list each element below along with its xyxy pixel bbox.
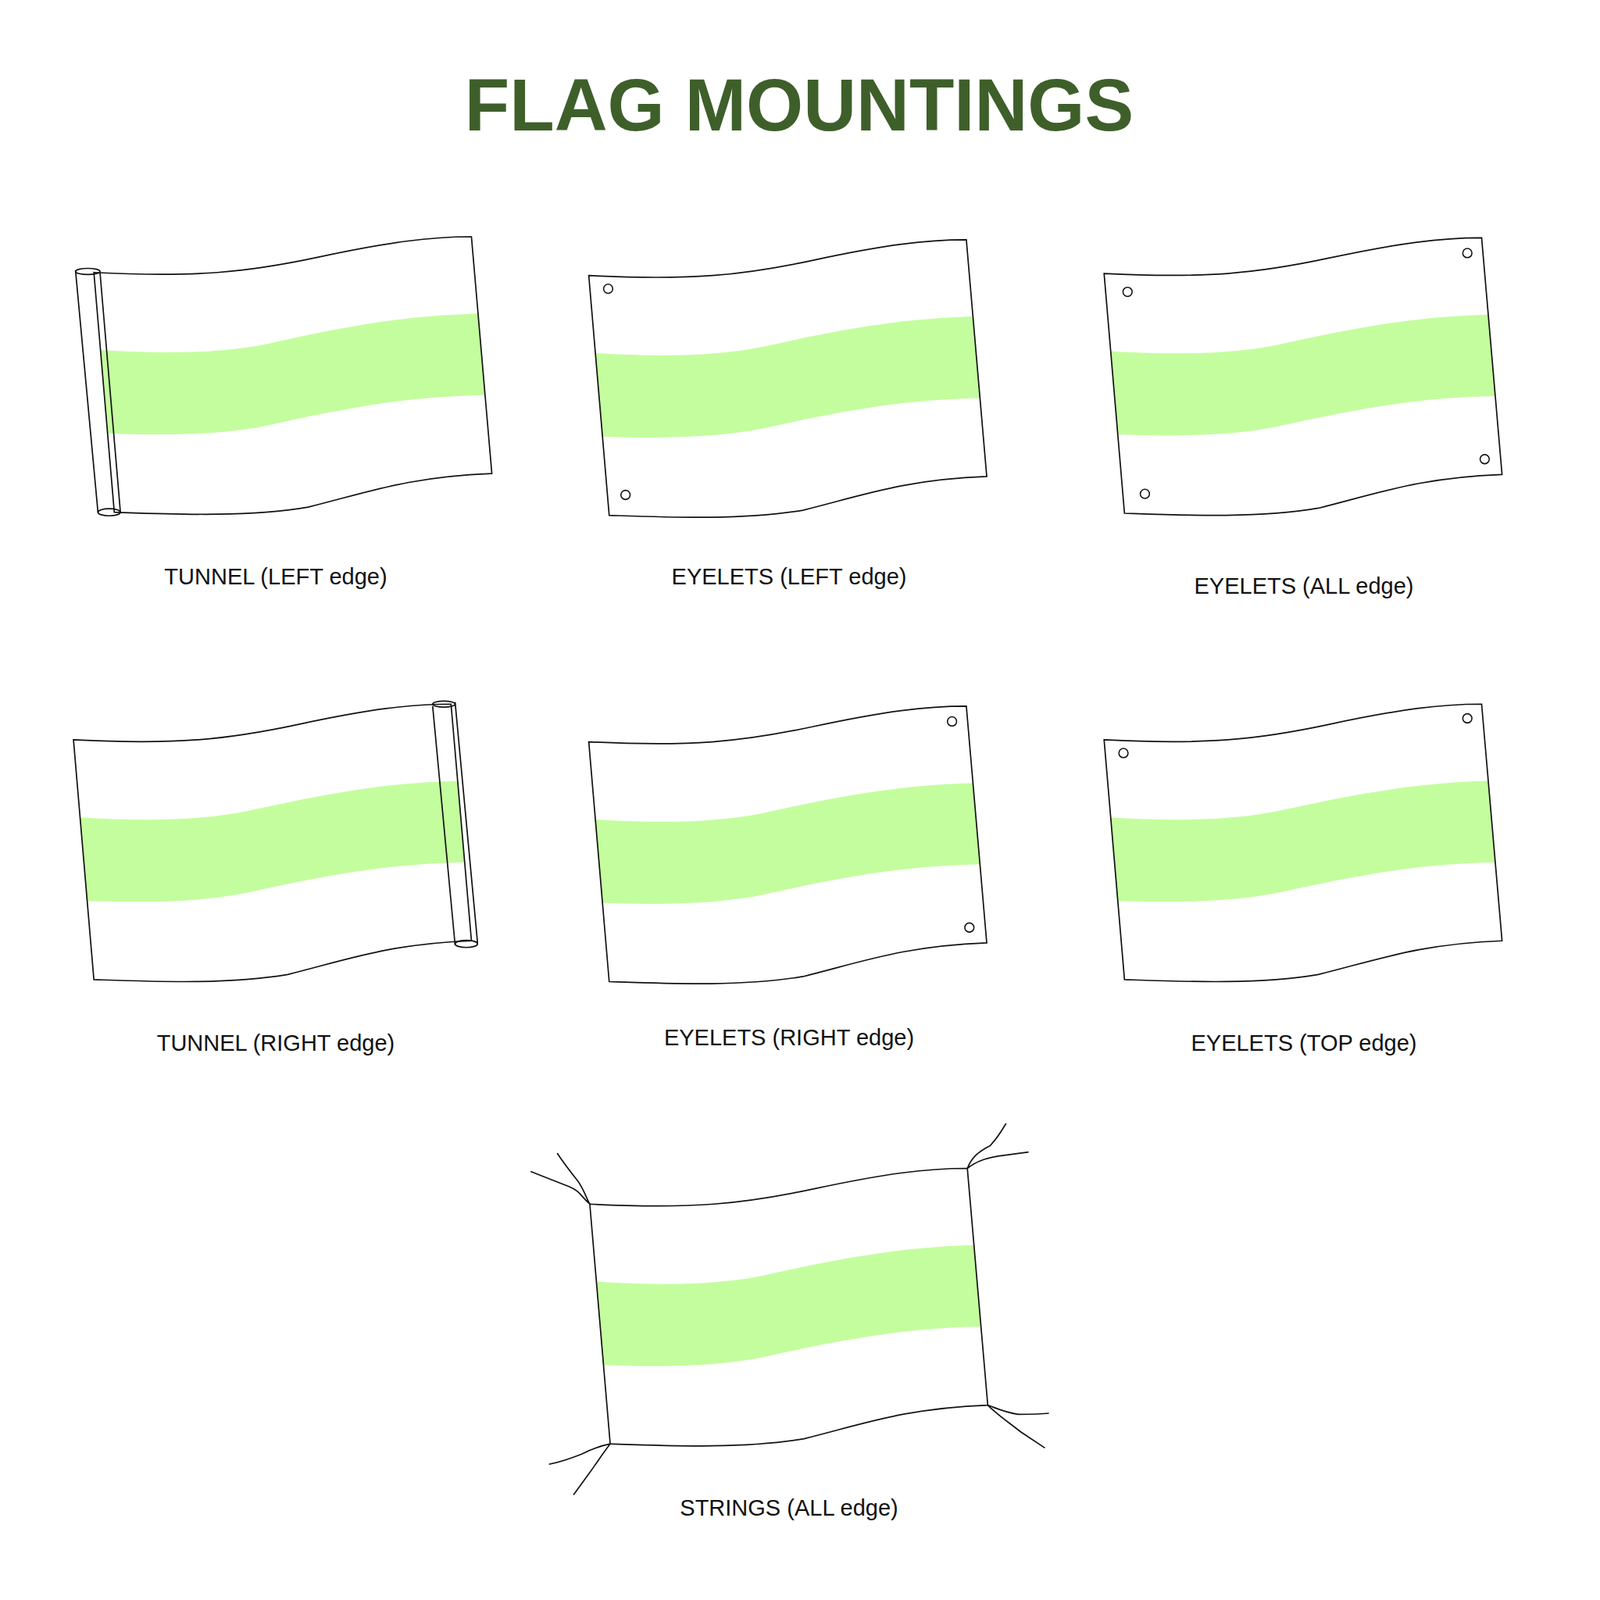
mounting-caption: EYELETS (LEFT edge) <box>671 564 908 590</box>
eyelets-right-flag <box>578 706 998 984</box>
mounting-caption: EYELETS (TOP edge) <box>1190 1030 1417 1057</box>
mounting-caption: TUNNEL (LEFT edge) <box>164 564 387 590</box>
mounting-caption: TUNNEL (RIGHT edge) <box>157 1030 396 1057</box>
mounting-caption: EYELETS (RIGHT edge) <box>664 1025 915 1051</box>
mounting-caption: EYELETS (ALL edge) <box>1193 573 1414 600</box>
page-title: FLAG MOUNTINGS <box>464 63 1134 148</box>
tunnel-left-flag <box>75 236 503 516</box>
tunnel-right-flag <box>63 700 483 982</box>
mounting-caption: STRINGS (ALL edge) <box>679 1495 898 1522</box>
eyelets-left-flag <box>578 239 998 518</box>
eyelets-top-flag <box>1093 703 1513 982</box>
eyelets-all-flag <box>1093 237 1513 515</box>
strings-flag <box>530 1123 1050 1495</box>
